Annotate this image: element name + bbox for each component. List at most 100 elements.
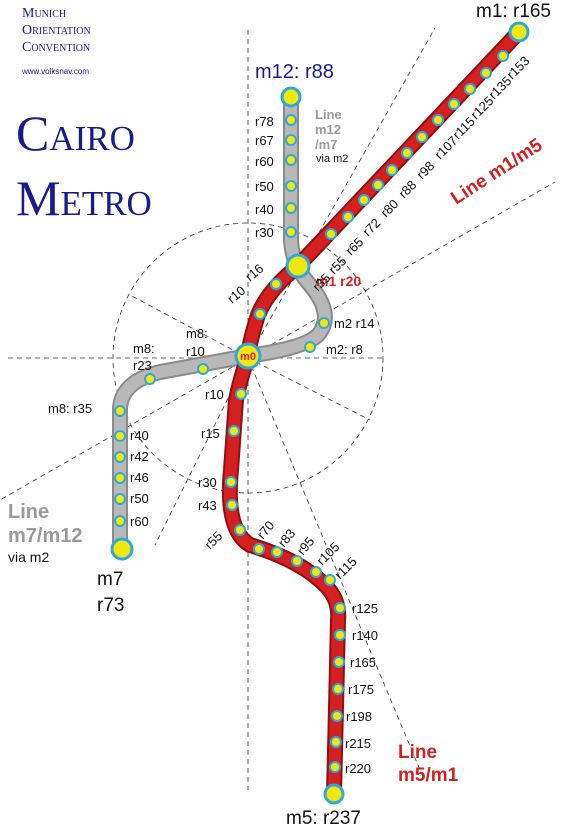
station-dot[interactable] — [270, 278, 282, 290]
station-dot[interactable] — [332, 683, 344, 695]
stations — [114, 50, 509, 773]
station-dot[interactable] — [386, 164, 398, 176]
line-label-m5m1-2: m5/m1 — [398, 765, 459, 786]
station-dot[interactable] — [497, 50, 509, 62]
org-url[interactable]: www.volksnav.com — [21, 67, 89, 76]
station-label: r30 — [255, 225, 274, 240]
hub-m0-label: m0 — [240, 351, 256, 363]
station-label-m8-r10-2: r10 — [186, 344, 205, 359]
station-label: r42 — [130, 449, 149, 464]
station-label: r67 — [255, 133, 274, 148]
station-dot[interactable] — [114, 405, 126, 417]
station-dot[interactable] — [372, 179, 384, 191]
station-label: r10 — [224, 283, 248, 307]
station-dot[interactable] — [318, 317, 330, 329]
station-label: r215 — [345, 736, 371, 751]
station-dot[interactable] — [144, 373, 156, 385]
station-dot[interactable] — [114, 430, 126, 442]
station-dot[interactable] — [310, 566, 322, 578]
station-dot[interactable] — [330, 736, 342, 748]
station-dot[interactable] — [401, 147, 413, 159]
station-dot[interactable] — [114, 472, 126, 484]
station-dot[interactable] — [285, 226, 297, 238]
line-label-m12m7-1: Line — [315, 107, 342, 122]
guide-sw — [0, 357, 249, 501]
station-label: r78 — [255, 114, 274, 129]
label-m7-terminal-2: r73 — [97, 595, 124, 616]
station-dot[interactable] — [291, 555, 303, 567]
station-label: r46 — [130, 470, 149, 485]
station-dot[interactable] — [448, 98, 460, 110]
station-label: r50 — [130, 491, 149, 506]
guide-nw — [129, 294, 249, 359]
station-dot[interactable] — [464, 83, 476, 95]
guide-ne-shallow — [247, 181, 556, 359]
station-dot[interactable] — [358, 194, 370, 206]
station-label-m8-r10-1: m8: — [186, 326, 208, 341]
station-dot[interactable] — [334, 629, 346, 641]
station-dot[interactable] — [416, 131, 428, 143]
station-dot[interactable] — [114, 515, 126, 527]
station-label: r15 — [201, 426, 220, 441]
station-dot[interactable] — [285, 154, 297, 166]
line-label-m12m7-3: /m7 — [315, 137, 337, 152]
line-label-m1m5: Line m1/m5 — [447, 134, 546, 209]
station-label: r220 — [345, 761, 371, 776]
station-label-m8-r23-2: r23 — [133, 358, 152, 373]
line-label-m7m12-2: m7/m12 — [8, 525, 83, 547]
station-dot[interactable] — [325, 228, 337, 240]
station-label: r98 — [414, 158, 438, 182]
station-label: r10 — [205, 387, 224, 402]
station-label: r115 — [332, 554, 360, 582]
guide-se — [247, 357, 421, 771]
station-label: r40 — [130, 428, 149, 443]
station-label: r88 — [396, 177, 420, 201]
station-dot[interactable] — [331, 710, 343, 722]
terminal-m5[interactable] — [323, 783, 345, 805]
station-dot[interactable] — [285, 180, 297, 192]
station-dot[interactable] — [285, 114, 297, 126]
label-hub-m1-r20: m1 r20 — [316, 273, 361, 289]
station-dot[interactable] — [254, 308, 266, 320]
station-dot[interactable] — [114, 493, 126, 505]
station-label: r165 — [350, 655, 376, 670]
station-dot[interactable] — [334, 602, 346, 614]
station-dot[interactable] — [285, 134, 297, 146]
station-dot[interactable] — [228, 425, 240, 437]
station-dot[interactable] — [324, 574, 336, 586]
station-dot[interactable] — [114, 451, 126, 463]
station-dot[interactable] — [197, 363, 209, 375]
station-dot[interactable] — [234, 524, 246, 536]
hub-m1-r20[interactable] — [285, 253, 311, 279]
terminal-m12[interactable] — [280, 86, 302, 108]
station-dot[interactable] — [342, 211, 354, 223]
terminal-m7[interactable] — [110, 537, 134, 561]
station-label: r175 — [348, 682, 374, 697]
station-dot[interactable] — [226, 499, 238, 511]
station-dot[interactable] — [225, 476, 237, 488]
station-label: r198 — [346, 709, 372, 724]
station-dot[interactable] — [285, 202, 297, 214]
station-label: r95 — [294, 534, 318, 558]
line-label-m12m7-via: via m2 — [316, 153, 348, 165]
station-dot[interactable] — [329, 761, 341, 773]
guide-ne-steep — [247, 27, 436, 359]
station-dot[interactable] — [271, 546, 283, 558]
station-dot[interactable] — [235, 388, 247, 400]
station-dot[interactable] — [253, 543, 265, 555]
station-label: r16 — [242, 261, 266, 285]
line-label-m7m12-via: via m2 — [8, 549, 49, 565]
station-label: r65 — [343, 234, 367, 258]
station-dot[interactable] — [304, 341, 316, 353]
station-dot[interactable] — [432, 114, 444, 126]
terminal-labels: m1: r165 m12: r88 m7 r73 m5: r237 m1 r20 — [97, 1, 551, 829]
org-line-2: Orientation — [22, 23, 91, 38]
title-line-2: Metro — [16, 170, 152, 226]
station-dot[interactable] — [480, 67, 492, 79]
guide-se-short — [247, 357, 371, 421]
station-label-m2-r14: m2 r14 — [334, 316, 374, 331]
station-dot[interactable] — [333, 656, 345, 668]
terminal-m1[interactable] — [508, 21, 530, 43]
hub-m0[interactable] — [234, 342, 262, 370]
